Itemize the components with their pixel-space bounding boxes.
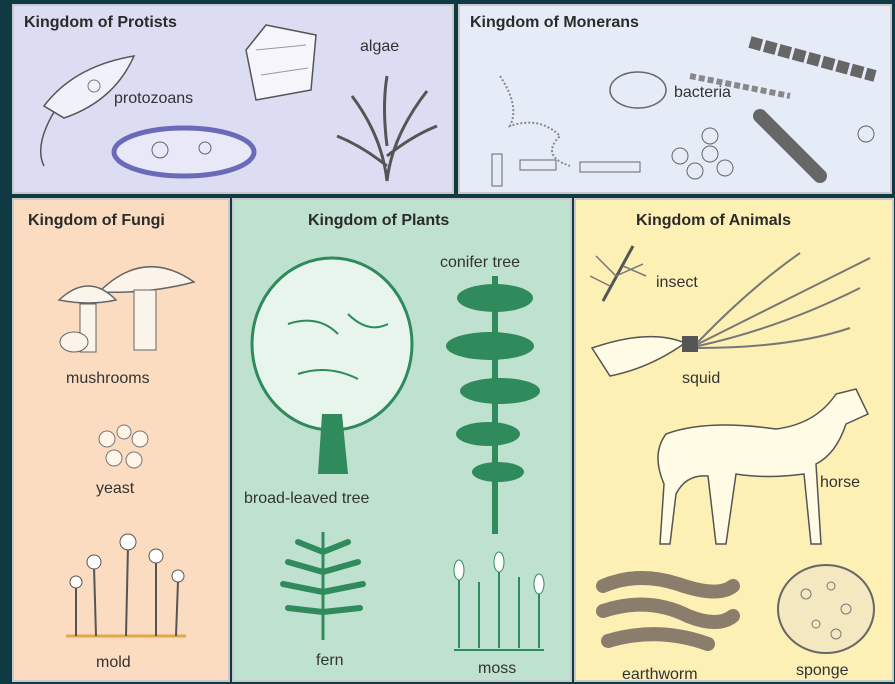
algae-label: algae bbox=[360, 38, 399, 56]
sponge-illustration bbox=[776, 564, 876, 654]
monerans-title: Kingdom of Monerans bbox=[470, 14, 639, 32]
protists-panel: Kingdom of Protists algae protozoans bbox=[12, 4, 454, 194]
plants-panel: Kingdom of Plants conifer tree broad-lea… bbox=[232, 198, 572, 682]
squid-illustration bbox=[590, 248, 880, 378]
paramecium-illustration bbox=[110, 122, 260, 182]
yeast-illustration bbox=[92, 424, 162, 474]
earthworm-label: earthworm bbox=[622, 666, 698, 684]
plants-title: Kingdom of Plants bbox=[308, 212, 449, 230]
diatom-illustration bbox=[236, 20, 326, 110]
earthworm-illustration bbox=[598, 566, 738, 656]
monerans-panel: Kingdom of Monerans bacteria bbox=[458, 4, 892, 194]
fungi-panel: Kingdom of Fungi mushrooms yeast mold bbox=[12, 198, 230, 682]
horse-illustration bbox=[646, 384, 886, 554]
fungi-title: Kingdom of Fungi bbox=[28, 212, 165, 230]
broad-leaved-tree-illustration bbox=[248, 254, 418, 479]
horse-label: horse bbox=[820, 474, 860, 492]
conifer-tree-label: conifer tree bbox=[440, 254, 520, 272]
moss-illustration bbox=[444, 552, 554, 652]
moss-label: moss bbox=[478, 660, 516, 678]
algae-illustration bbox=[332, 66, 442, 186]
fern-label: fern bbox=[316, 652, 344, 670]
sponge-label: sponge bbox=[796, 662, 849, 680]
bacteria-illustration bbox=[480, 36, 890, 191]
conifer-tree-illustration bbox=[440, 276, 550, 536]
bacteria-label: bacteria bbox=[674, 84, 731, 102]
protists-title: Kingdom of Protists bbox=[24, 14, 177, 32]
mold-label: mold bbox=[96, 654, 131, 672]
protozoans-label: protozoans bbox=[114, 90, 193, 108]
mushrooms-label: mushrooms bbox=[66, 370, 150, 388]
fern-illustration bbox=[268, 522, 378, 642]
mushroom-illustration bbox=[54, 252, 204, 362]
broad-leaved-tree-label: broad-leaved tree bbox=[244, 490, 369, 508]
mold-illustration bbox=[56, 526, 196, 646]
animals-panel: Kingdom of Animals insect squid horse ea… bbox=[574, 198, 894, 682]
yeast-label: yeast bbox=[96, 480, 134, 498]
animals-title: Kingdom of Animals bbox=[636, 212, 791, 230]
